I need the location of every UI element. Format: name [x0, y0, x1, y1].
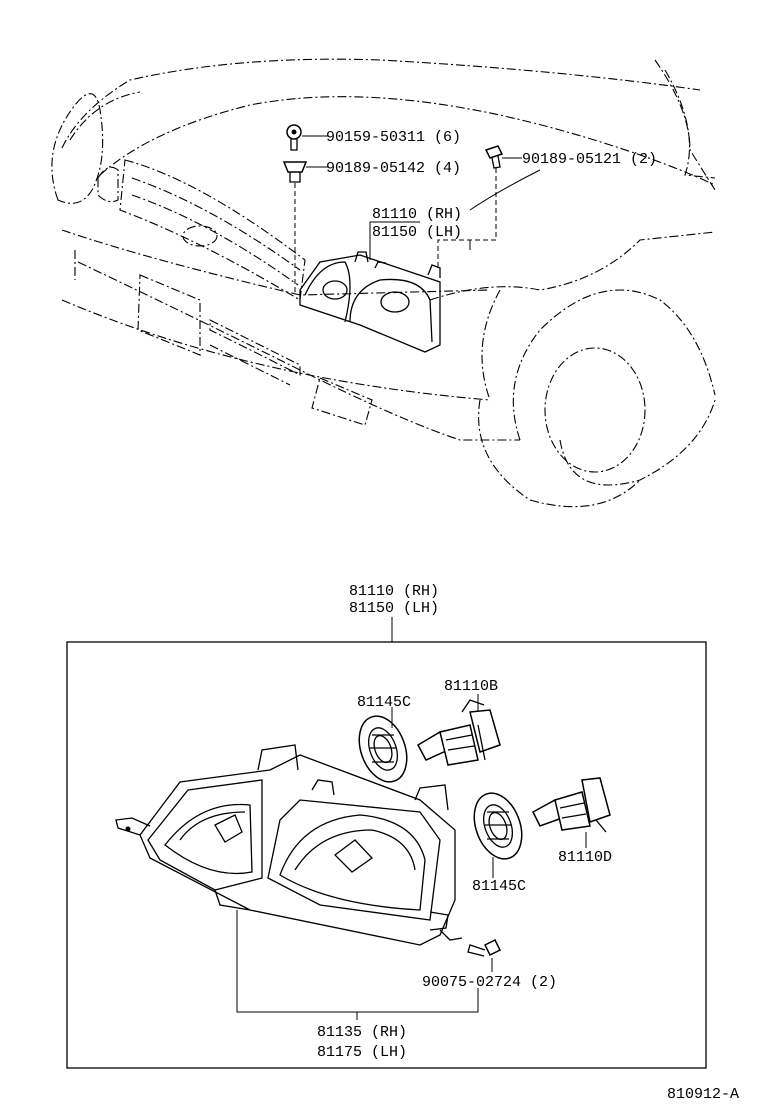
assembly-rh-label: 81110 (RH) — [372, 206, 462, 223]
bolt-icon — [484, 145, 504, 169]
bulb-d-label: 81110D — [558, 849, 612, 866]
socket-upper-label: 81145C — [357, 694, 411, 711]
bulb-b-icon — [417, 699, 501, 766]
unit-lh-label: 81175 (LH) — [317, 1044, 407, 1061]
detail-assembly-lh-label: 81150 (LH) — [349, 600, 439, 617]
unit-rh-label: 81135 (RH) — [317, 1024, 407, 1041]
bulb-d-icon — [532, 777, 611, 833]
screw-part-label: 90159-50311 (6) — [326, 129, 461, 146]
exploded-detail-view: 81110 (RH) 81150 (LH) — [66, 583, 707, 1069]
assembly-lh-label: 81150 (LH) — [372, 224, 462, 241]
clip-icon — [282, 161, 308, 183]
vehicle-front-view: 90159-50311 (6) 90189-05142 (4) 90189-05… — [51, 58, 716, 508]
socket-lower-icon — [473, 792, 523, 860]
screw-detail-icon — [467, 938, 502, 957]
bolt-part-label: 90189-05121 (2) — [522, 151, 657, 168]
headlamp-unit — [115, 744, 463, 946]
screw-icon — [286, 124, 302, 151]
figure-code: 810912-A — [667, 1086, 739, 1103]
detail-assembly-rh-label: 81110 (RH) — [349, 583, 439, 600]
socket-upper-icon — [358, 715, 408, 783]
screw-detail-label: 90075-02724 (2) — [422, 974, 557, 991]
socket-lower-label: 81145C — [472, 878, 526, 895]
bulb-b-label: 81110B — [444, 678, 498, 695]
detail-frame — [66, 641, 707, 1069]
clip-part-label: 90189-05142 (4) — [326, 160, 461, 177]
